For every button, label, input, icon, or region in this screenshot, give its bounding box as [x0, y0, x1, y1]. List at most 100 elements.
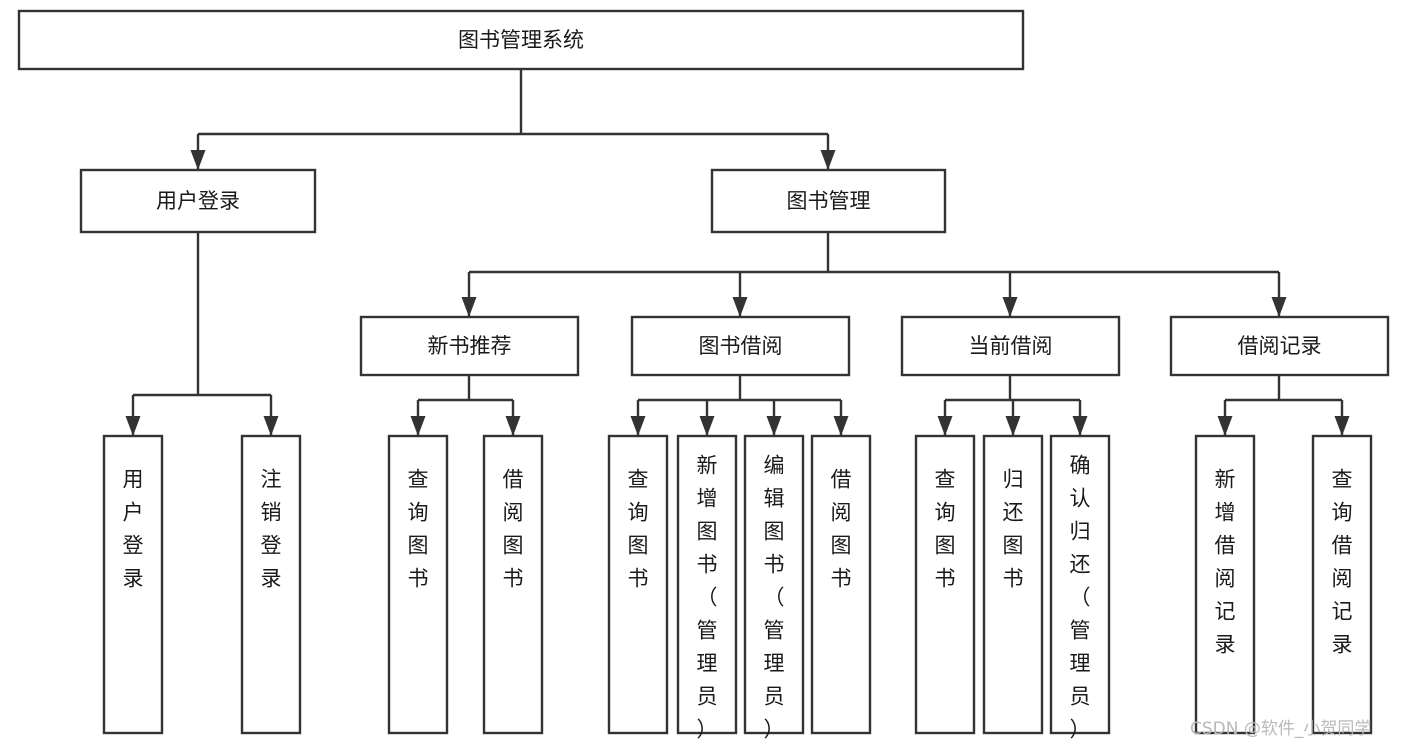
arrow-head-icon [1002, 297, 1018, 317]
node-label-char: 书 [697, 553, 718, 577]
node-box-新增借阅记录[interactable] [1194, 434, 1256, 735]
node-level3-1[interactable]: 图书借阅 [630, 315, 851, 377]
node-box-查询图书[interactable] [387, 434, 449, 735]
node-label-char: 新 [1215, 468, 1236, 492]
node-box-用户登录[interactable] [79, 168, 317, 234]
connector-group-level2-login-to-leaves [131, 232, 273, 435]
node-box-新增图书管理员[interactable] [676, 434, 738, 735]
node-level3-2[interactable]: 当前借阅 [900, 315, 1121, 377]
node-label-char: 员 [697, 685, 718, 709]
node-box-归还图书[interactable] [982, 434, 1044, 735]
node-label-char: 阅 [831, 501, 852, 525]
node-label-char: 还 [1070, 553, 1091, 577]
node-label-char: 还 [1003, 501, 1024, 525]
node-label-char: 记 [1332, 600, 1353, 624]
node-level2-0[interactable]: 用户登录 [79, 168, 317, 234]
node-label-char: 销 [261, 501, 282, 525]
node-box-借阅图书[interactable] [810, 434, 872, 735]
node-root[interactable]: 图书管理系统 [17, 9, 1025, 71]
node-label-char: 图 [628, 534, 649, 558]
node-box-当前借阅[interactable] [900, 315, 1121, 377]
arrow-head-icon [190, 150, 206, 170]
node-box-用户登录[interactable] [102, 434, 164, 735]
node-label-char: 图 [1003, 534, 1024, 558]
arrow-head-icon [263, 416, 279, 436]
node-box-查询借阅记录[interactable] [1311, 434, 1373, 735]
node-label-char: 注 [261, 468, 282, 492]
node-label-图书管理: 图书管理 [787, 189, 871, 213]
node-label-char: 图 [697, 520, 718, 544]
node-label-char: 归 [1070, 520, 1091, 544]
node-label-char: 借 [831, 468, 852, 492]
arrow-head-icon [1271, 297, 1287, 317]
node-layer: 图书管理系统用户登录图书管理新书推荐图书借阅当前借阅借阅记录用户登录注销登录查询… [17, 9, 1390, 742]
node-label-char: 借 [1332, 534, 1353, 558]
connector-group-level3-newbook-to-leaves [416, 375, 515, 435]
node-label-char: 管 [764, 619, 785, 643]
node-box-查询图书[interactable] [914, 434, 976, 735]
node-label-char: 记 [1215, 600, 1236, 624]
node-label-char: 图 [408, 534, 429, 558]
node-box-图书管理系统[interactable] [17, 9, 1025, 71]
node-level2-1[interactable]: 图书管理 [710, 168, 947, 234]
node-label-char: 理 [1070, 652, 1091, 676]
node-box-编辑图书管理员[interactable] [743, 434, 805, 735]
node-label-char: 查 [408, 468, 429, 492]
node-label-char: 归 [1003, 468, 1024, 492]
arrow-head-icon [732, 297, 748, 317]
node-label-char: 阅 [503, 501, 524, 525]
arrow-head-icon [1072, 416, 1088, 436]
node-box-图书管理[interactable] [710, 168, 947, 234]
node-label-char: 询 [1332, 501, 1353, 525]
arrow-head-icon [461, 297, 477, 317]
arrow-head-icon [937, 416, 953, 436]
node-box-注销登录[interactable] [240, 434, 302, 735]
connector-group-level2-manage-to-level3 [467, 232, 1281, 316]
node-box-查询图书[interactable] [607, 434, 669, 735]
arrow-head-icon [630, 416, 646, 436]
node-leaf-0[interactable]: 用户登录 [102, 434, 164, 735]
arrow-head-icon [1217, 416, 1233, 436]
node-label-char: 用 [123, 468, 144, 492]
node-label-char: 图 [503, 534, 524, 558]
connector-group-level3-record-to-leaves [1223, 375, 1344, 435]
node-label-char: 录 [261, 567, 282, 591]
node-box-借阅图书[interactable] [482, 434, 544, 735]
arrow-head-icon [125, 416, 141, 436]
node-label-char: 书 [628, 567, 649, 591]
arrow-head-icon [833, 416, 849, 436]
node-label-char: （ [697, 586, 718, 610]
arrow-head-icon [505, 416, 521, 436]
node-label-char: 图 [764, 520, 785, 544]
node-label-char: 查 [935, 468, 956, 492]
node-label-用户登录: 用户登录 [156, 189, 240, 213]
node-box-图书借阅[interactable] [630, 315, 851, 377]
node-label-char: 书 [408, 567, 429, 591]
node-label-char: 增 [697, 487, 718, 511]
node-label-char: 理 [764, 652, 785, 676]
node-box-新书推荐[interactable] [359, 315, 580, 377]
connector-group-level3-borrow-to-leaves [636, 375, 843, 435]
node-label-char: 借 [1215, 534, 1236, 558]
node-box-借阅记录[interactable] [1169, 315, 1390, 377]
node-label-char: 理 [697, 652, 718, 676]
node-level3-3[interactable]: 借阅记录 [1169, 315, 1390, 377]
node-level3-0[interactable]: 新书推荐 [359, 315, 580, 377]
node-label-char: ） [1070, 718, 1091, 742]
node-label-char: 管 [1070, 619, 1091, 643]
node-label-char: 查 [1332, 468, 1353, 492]
node-box-确认归还管理员[interactable] [1049, 434, 1111, 735]
